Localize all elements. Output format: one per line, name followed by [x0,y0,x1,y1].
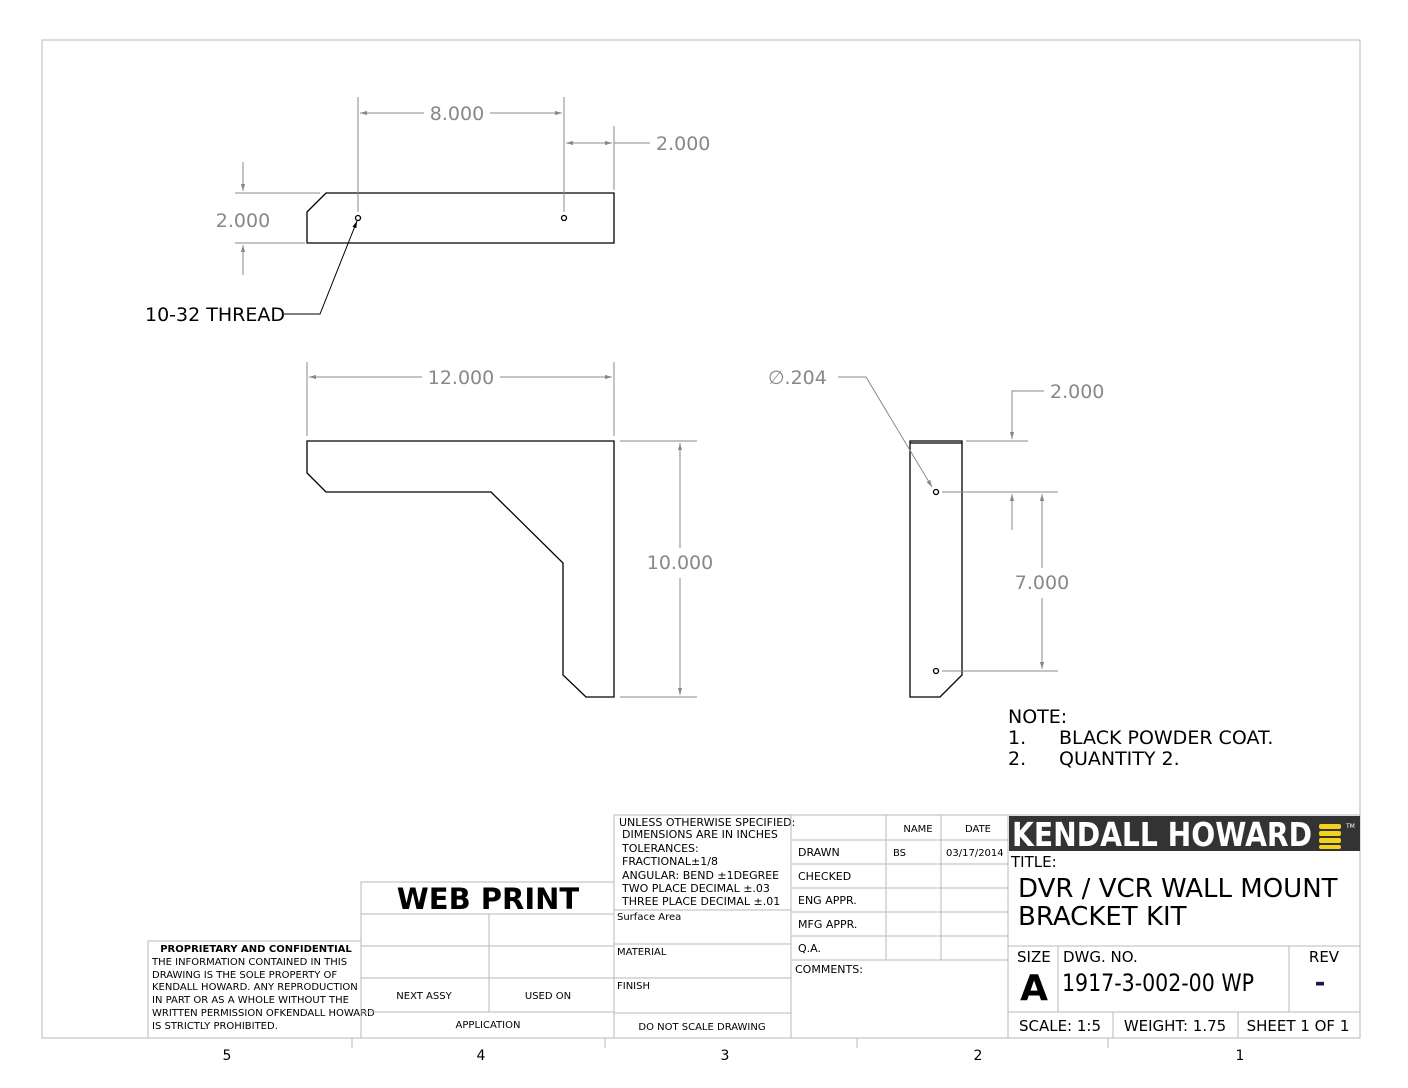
material-label: MATERIAL [617,947,667,958]
do-not-scale-label: DO NOT SCALE DRAWING [638,1022,765,1033]
mfg-appr-label: MFG APPR. [798,918,857,931]
title-label: TITLE: [1010,853,1057,871]
top-view: 8.000 2.000 2.000 10-32 THREAD [145,97,710,326]
tolerance-line: UNLESS OTHERWISE SPECIFIED: [619,816,795,829]
side-view: ∅.204 2.000 7.000 [768,367,1104,698]
company-logo: KENDALL HOWARD [1012,815,1312,854]
proprietary-line: IN PART OR AS A WHOLE WITHOUT THE [152,995,349,1006]
hole [354,214,362,222]
scale: SCALE: 1:5 [1019,1017,1101,1035]
drawn-name: BS [893,848,906,859]
hole [932,667,940,675]
zone-label: 1 [1236,1048,1245,1064]
used-on-label: USED ON [525,991,571,1002]
company-logo-banner [1009,816,1360,851]
sheet-size: A [1020,968,1048,1009]
sheet-number: SHEET 1 OF 1 [1247,1017,1350,1035]
note-text: QUANTITY 2. [1059,748,1180,770]
tolerance-block: UNLESS OTHERWISE SPECIFIED: DIMENSIONS A… [613,814,795,1039]
dim-7: 7.000 [1015,572,1069,594]
application-block: WEB PRINT NEXT ASSY USED ON APPLICATION [360,881,615,1039]
tolerance-line: ANGULAR: BEND ±1DEGREE [622,869,779,882]
weight: WEIGHT: 1.75 [1124,1017,1226,1035]
dim-diameter: ∅.204 [768,367,827,389]
proprietary-line: THE INFORMATION CONTAINED IN THIS [151,957,347,968]
finish-label: FINISH [617,981,650,992]
side-view-outline [909,440,963,698]
note-number: 1. [1008,727,1026,749]
name-header: NAME [903,824,932,835]
application-label: APPLICATION [456,1020,521,1031]
qa-label: Q.A. [798,942,821,955]
surface-area-label: Surface Area [617,912,681,923]
dim-8: 8.000 [430,103,484,125]
hole [932,488,940,496]
eng-appr-label: ENG APPR. [798,894,857,907]
web-print-label: WEB PRINT [397,882,580,916]
trademark: TM [1345,823,1355,830]
dwg-no-label: DWG. NO. [1063,948,1138,966]
approvals-block: NAME DATE DRAWN BS 03/17/2014 CHECKED EN… [790,814,1009,1039]
dim-10: 10.000 [647,552,713,574]
tolerance-line: FRACTIONAL±1/8 [622,855,718,868]
dim-2-top: 2.000 [656,133,710,155]
note-text: BLACK POWDER COAT. [1059,727,1273,749]
proprietary-line: IS STRICTLY PROHIBITED. [152,1021,278,1032]
date-header: DATE [965,824,991,835]
dim-2-height: 2.000 [216,210,270,232]
comments-label: COMMENTS: [795,963,863,976]
notes: NOTE: 1. BLACK POWDER COAT. 2. QUANTITY … [1008,706,1273,770]
title-block: KENDALL HOWARD TM TITLE: DVR / VCR WALL … [1007,814,1361,1039]
drawing-number: 1917-3-002-00 WP [1062,969,1254,997]
zone-label: 5 [223,1048,232,1064]
zone-markers: 5 4 3 2 1 [223,1038,1245,1064]
tolerance-line: DIMENSIONS ARE IN INCHES [622,828,778,841]
drawn-label: DRAWN [798,846,840,859]
front-view: 12.000 10.000 [306,362,713,698]
revision: - [1315,968,1326,998]
zone-label: 3 [721,1048,730,1064]
checked-label: CHECKED [798,870,851,883]
note-number: 2. [1008,748,1026,770]
drawing-title: DVR / VCR WALL MOUNT [1018,874,1338,904]
rev-label: REV [1309,948,1340,966]
thread-callout: 10-32 THREAD [145,304,285,326]
next-assy-label: NEXT ASSY [396,991,452,1002]
notes-heading: NOTE: [1008,706,1067,728]
front-view-outline [306,440,615,698]
proprietary-line: KENDALL HOWARD. ANY REPRODUCTION [152,982,358,993]
drawn-date: 03/17/2014 [946,848,1004,859]
logo-stripes-icon [1319,824,1341,849]
tolerance-line: TOLERANCES: [621,842,699,855]
top-view-outline [306,192,615,244]
dim-2-side: 2.000 [1050,381,1104,403]
proprietary-line: WRITTEN PERMISSION OFKENDALL HOWARD [152,1008,375,1019]
tolerance-line: TWO PLACE DECIMAL ±.03 [621,882,770,895]
dim-12: 12.000 [428,367,494,389]
proprietary-line: DRAWING IS THE SOLE PROPERTY OF [152,970,337,981]
size-label: SIZE [1017,948,1051,966]
hole [560,214,568,222]
drawing-title: BRACKET KIT [1018,902,1187,932]
proprietary-heading: PROPRIETARY AND CONFIDENTIAL [160,944,352,955]
zone-label: 2 [974,1048,983,1064]
proprietary-block: PROPRIETARY AND CONFIDENTIAL THE INFORMA… [147,940,375,1039]
tolerance-line: THREE PLACE DECIMAL ±.01 [621,895,780,908]
zone-label: 4 [477,1048,486,1064]
